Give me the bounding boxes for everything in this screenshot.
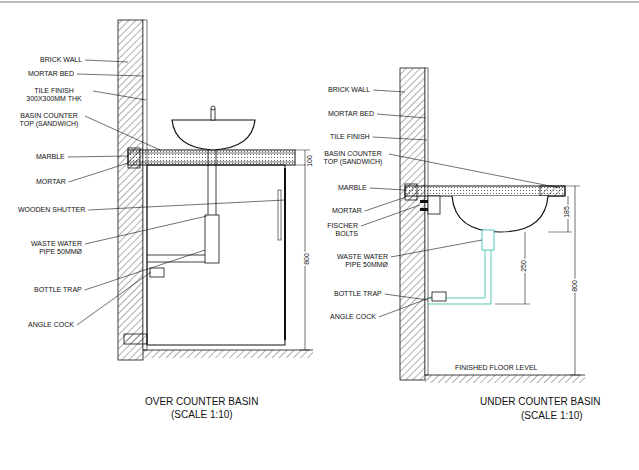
part-label: MARBLE bbox=[36, 153, 65, 161]
leader-line bbox=[88, 200, 285, 210]
drawing-title: UNDER COUNTER BASIN bbox=[480, 396, 601, 408]
leader-line bbox=[85, 216, 207, 244]
part-label: MORTAR BED bbox=[328, 110, 374, 118]
drawing-title: (SCALE 1:10) bbox=[171, 409, 233, 421]
leader-line bbox=[385, 294, 428, 300]
part-label: MORTAR bbox=[332, 207, 362, 215]
leader-line bbox=[68, 156, 128, 157]
leader-line bbox=[77, 272, 151, 325]
leader-line bbox=[85, 250, 205, 290]
dimension-value: 800 bbox=[571, 279, 579, 293]
part-label: BOTTLE TRAP bbox=[334, 290, 382, 298]
part-label: TILE FINISH 300X300MM THK bbox=[18, 87, 90, 103]
drawing-title: OVER COUNTER BASIN bbox=[145, 396, 258, 408]
part-label: BASIN COUNTER TOP (SANDWICH) bbox=[16, 112, 82, 128]
leader-line bbox=[85, 60, 128, 62]
leader-line bbox=[370, 188, 405, 190]
dimension-value: 250 bbox=[520, 259, 528, 273]
part-label: ANGLE COCK bbox=[28, 321, 74, 329]
part-label: BRICK WALL bbox=[40, 56, 82, 64]
part-label: MORTAR BED bbox=[28, 70, 74, 78]
drawing-title: (SCALE 1:10) bbox=[521, 410, 583, 422]
leader-line bbox=[365, 197, 406, 211]
leader-line bbox=[373, 90, 405, 92]
part-label: WOODEN SHUTTER bbox=[18, 206, 85, 214]
leader-line bbox=[69, 163, 128, 182]
part-label: BASIN COUNTER TOP (SANDWICH) bbox=[320, 150, 386, 166]
dimension-value: 185 bbox=[563, 205, 571, 219]
leader-line bbox=[93, 91, 146, 100]
part-label: MORTAR bbox=[36, 178, 66, 186]
part-label: WASTE WATER PIPE 50MMØ bbox=[24, 240, 82, 256]
dimension-value: 800 bbox=[303, 252, 311, 266]
leader-line bbox=[391, 240, 482, 257]
leader-line bbox=[373, 137, 427, 140]
leader-line bbox=[389, 154, 560, 188]
dimension-value: 100 bbox=[306, 154, 314, 168]
part-label: MARBLE bbox=[338, 184, 367, 192]
leader-line bbox=[85, 116, 160, 150]
part-label: ANGLE COCK bbox=[330, 313, 376, 321]
level-note: FINISHED FLOOR LEVEL bbox=[455, 364, 537, 372]
part-label: FISCHER BOLTS bbox=[322, 222, 358, 238]
part-label: WASTE WATER PIPE 50MMØ bbox=[326, 253, 388, 269]
leader-line bbox=[77, 74, 144, 76]
leader-line bbox=[379, 297, 432, 317]
part-label: TILE FINISH bbox=[330, 133, 370, 141]
part-label: BRICK WALL bbox=[328, 86, 370, 94]
leader-line bbox=[377, 114, 426, 118]
leader-line bbox=[361, 205, 420, 226]
part-label: BOTTLE TRAP bbox=[34, 286, 82, 294]
